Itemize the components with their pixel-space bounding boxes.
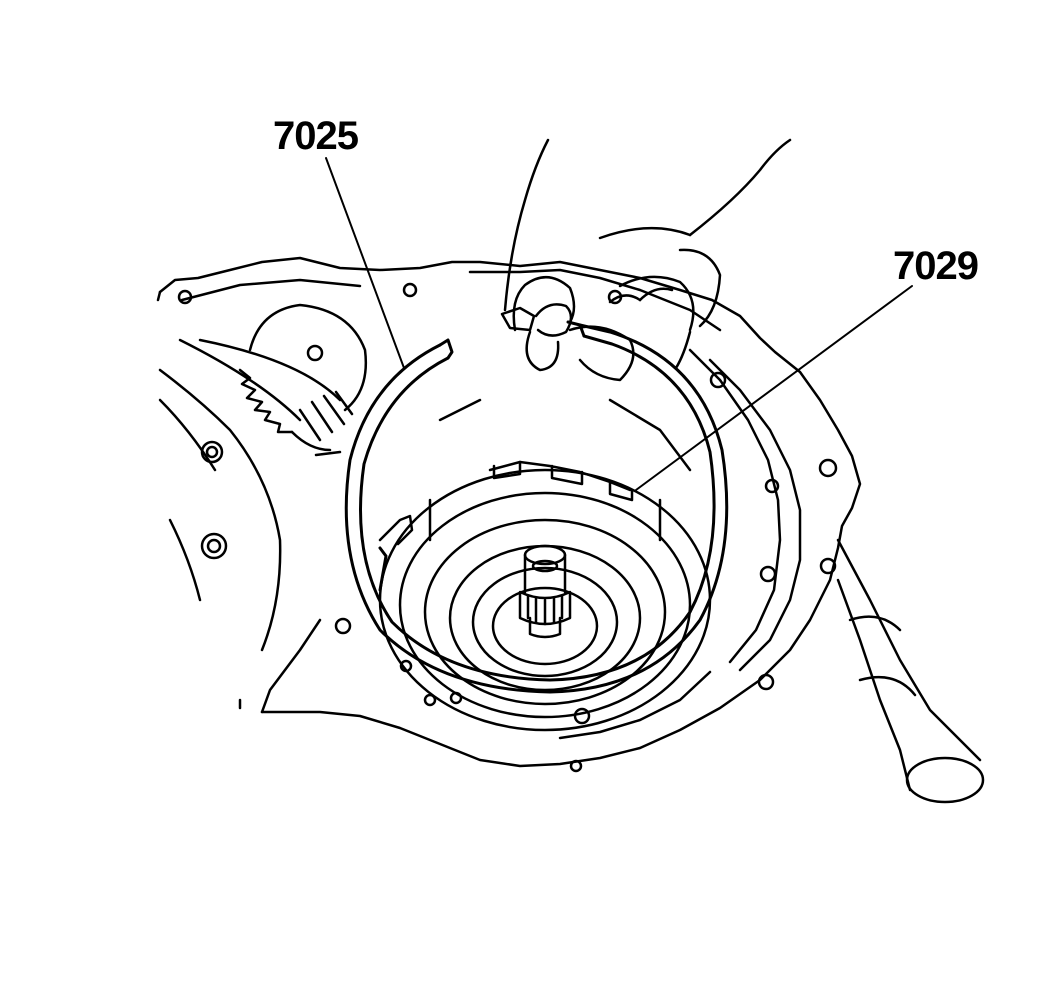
output-shaft [518,544,572,639]
callout-leaders [325,157,913,491]
callout-7025: 7025 [273,114,359,158]
band-7025 [344,320,729,694]
hand [500,138,792,382]
leader-7025 [325,157,405,369]
extension-housing [836,538,985,804]
callout-7029: 7029 [893,244,979,288]
transmission-case [156,256,862,768]
leader-7029 [635,285,913,491]
left-gear-assembly [158,303,367,652]
bolt-holes [177,282,838,773]
